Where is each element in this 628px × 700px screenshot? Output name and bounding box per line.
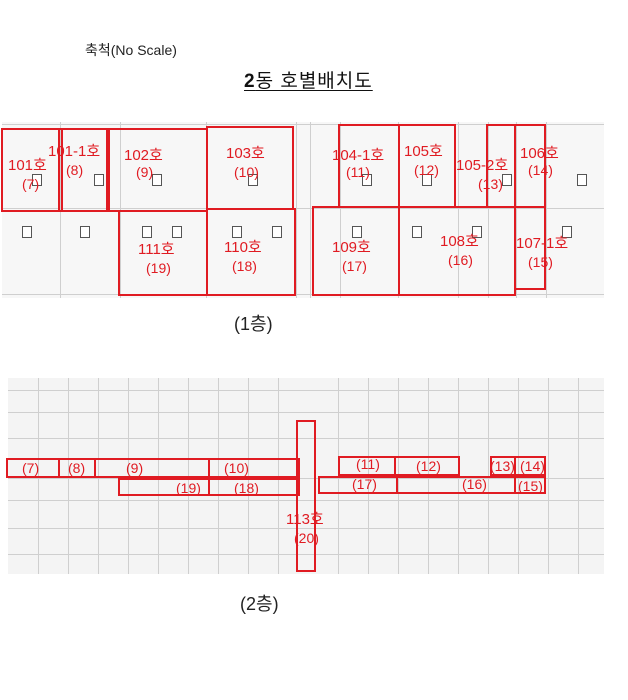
unit-name: 111호 [138, 241, 175, 258]
unit-name: 106호 [520, 145, 559, 162]
unit-name: 105-2호 [456, 157, 509, 174]
unit-number: (17) [352, 476, 377, 492]
unit-number: (16) [448, 252, 473, 268]
unit-outline-f2-16 [396, 476, 516, 494]
unit-name: 105호 [404, 143, 443, 160]
unit-number: (15) [518, 478, 543, 494]
unit-number: (7) [22, 460, 40, 476]
unit-name: 107-1호 [516, 235, 569, 252]
unit-outline-108 [398, 206, 516, 296]
unit-outline-f2-14 [514, 456, 546, 476]
unit-number: (10) [234, 164, 259, 180]
floor2-label: (2층) [240, 594, 279, 614]
unit-number: (12) [416, 458, 441, 474]
unit-number: (9) [136, 164, 154, 180]
unit-outline-101 [1, 128, 63, 212]
unit-number: (11) [346, 164, 370, 180]
unit-name: 104-1호 [332, 147, 385, 164]
unit-number: (19) [146, 260, 171, 276]
floor1-label: (1층) [234, 314, 273, 334]
unit-name: 109호 [332, 239, 371, 256]
unit-outline-f2-15 [514, 476, 546, 494]
unit-name: 113호 [286, 511, 324, 528]
unit-number: (10) [224, 460, 249, 476]
unit-number: (11) [356, 456, 380, 472]
unit-number: (13) [490, 458, 515, 474]
unit-number: (17) [342, 258, 367, 274]
unit-name: 110호 [224, 239, 262, 256]
unit-outline-f2-18 [208, 478, 300, 496]
unit-outline-f2-9 [94, 458, 210, 478]
unit-number: (7) [22, 176, 40, 192]
unit-name: 108호 [440, 233, 479, 250]
unit-name: 101-1호 [48, 143, 101, 160]
scale-note: 축척(No Scale) [85, 42, 177, 58]
unit-number: (14) [520, 458, 545, 474]
unit-name: 102호 [124, 147, 163, 164]
unit-number: (8) [66, 162, 84, 178]
unit-number: (14) [528, 162, 553, 178]
unit-name: 101호 [8, 157, 47, 174]
unit-number: (18) [234, 480, 259, 496]
unit-number: (20) [294, 530, 319, 546]
unit-number: (12) [414, 162, 439, 178]
unit-outline-f2-10 [208, 458, 300, 478]
unit-number: (19) [176, 480, 201, 496]
unit-number: (8) [68, 460, 86, 476]
unit-number: (16) [462, 476, 487, 492]
unit-outline-101-1 [58, 128, 110, 212]
unit-number: (13) [478, 176, 503, 192]
unit-outline-f2-12 [394, 456, 460, 476]
unit-number: (9) [126, 460, 144, 476]
unit-outline-102 [106, 128, 208, 212]
unit-outline-113 [296, 420, 316, 572]
unit-name: 103호 [226, 145, 265, 162]
unit-number: (18) [232, 258, 257, 274]
unit-outline-110 [206, 208, 296, 296]
unit-number: (15) [528, 254, 553, 270]
unit-outline-107-1 [514, 206, 546, 290]
page-title: 2동 호별배치도 [244, 71, 373, 92]
